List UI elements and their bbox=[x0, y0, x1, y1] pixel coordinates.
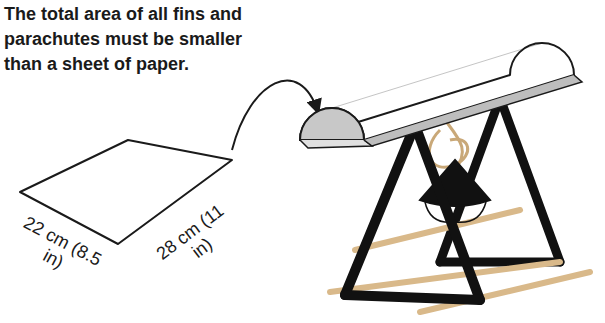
fin-end-cap bbox=[300, 108, 364, 140]
cone-base bbox=[425, 202, 486, 222]
canopy bbox=[300, 43, 582, 148]
stand-frame bbox=[345, 125, 480, 300]
note-text: The total area of all fins and parachute… bbox=[4, 2, 266, 77]
